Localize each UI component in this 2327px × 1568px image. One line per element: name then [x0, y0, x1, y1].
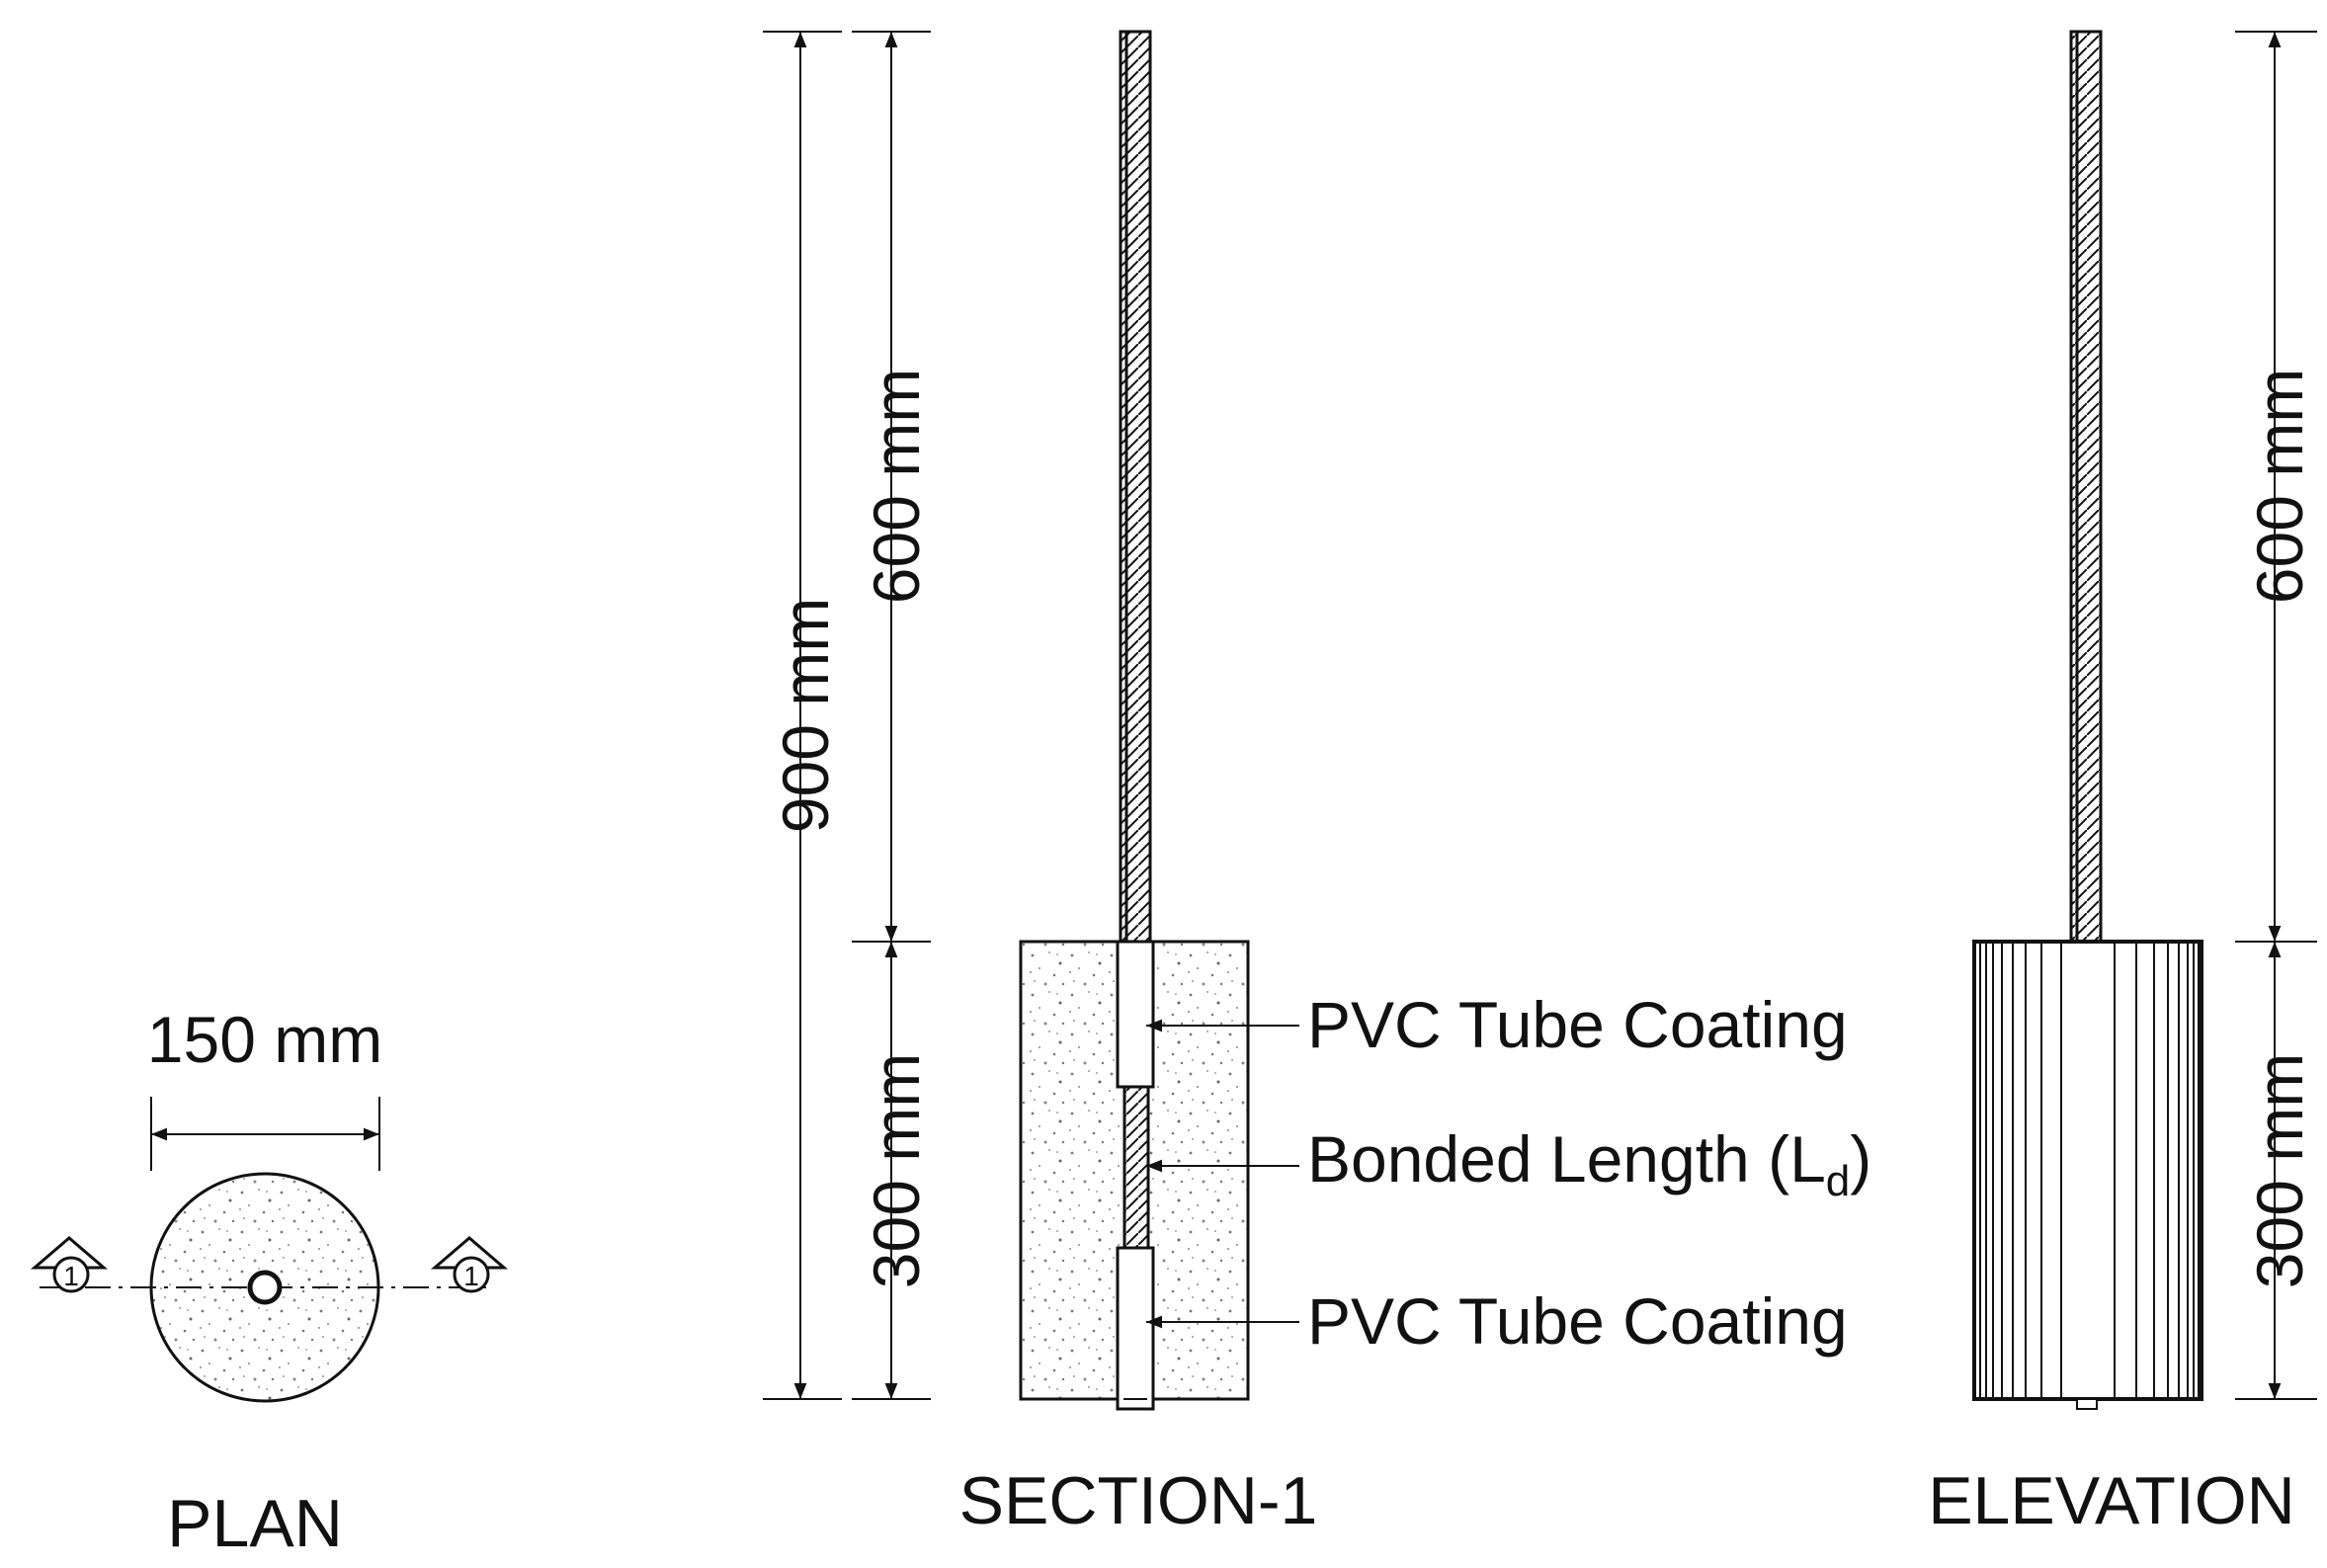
elevation-upper-label: 600 mm — [2243, 369, 2316, 604]
section-total-label: 900 mm — [769, 598, 842, 833]
elevation-view: 600 mm 300 mm ELEVATION — [1928, 30, 2317, 1538]
elevation-lower-label: 300 mm — [2243, 1053, 2316, 1288]
elevation-title: ELEVATION — [1928, 1463, 2295, 1538]
plan-diameter-label: 150 mm — [147, 1003, 382, 1076]
section-rebar-bonded — [1122, 1085, 1150, 1250]
svg-text:1: 1 — [63, 1261, 79, 1291]
section-total-dimension: 900 mm — [763, 31, 842, 1400]
plan-section-marker-left: 1 — [30, 1236, 109, 1293]
callout-bonded-length-label: Bonded Length (Ld) — [1307, 1122, 1871, 1205]
section-pvc-tube-bottom — [1116, 1246, 1155, 1411]
plan-rebar — [247, 1270, 283, 1305]
elevation-cylinder-shading — [1979, 942, 2200, 1399]
section-upper-label: 600 mm — [860, 369, 933, 604]
section-pvc-tube-top — [1116, 940, 1155, 1089]
section-view: 900 mm 600 mm 300 mm PVC Tube Coating — [763, 30, 1871, 1538]
plan-section-marker-right: 1 — [430, 1236, 509, 1293]
section-lower-label: 300 mm — [860, 1053, 933, 1288]
plan-view: 150 mm 1 1 PLAN — [30, 1003, 509, 1561]
elevation-split-dimension: 600 mm 300 mm — [2235, 31, 2317, 1400]
section-title: SECTION-1 — [959, 1463, 1318, 1538]
plan-diameter-dimension: 150 mm — [147, 1003, 382, 1171]
plan-title: PLAN — [167, 1486, 343, 1561]
svg-text:1: 1 — [463, 1261, 479, 1291]
callout-bonded-length: Bonded Length (Ld) — [1146, 1122, 1871, 1205]
callout-pvc-top: PVC Tube Coating — [1146, 988, 1848, 1061]
callout-pvc-bottom: PVC Tube Coating — [1146, 1284, 1848, 1358]
callout-pvc-top-label: PVC Tube Coating — [1307, 988, 1848, 1061]
callout-pvc-bottom-label: PVC Tube Coating — [1307, 1284, 1848, 1358]
section-split-dimension: 600 mm 300 mm — [852, 31, 933, 1400]
